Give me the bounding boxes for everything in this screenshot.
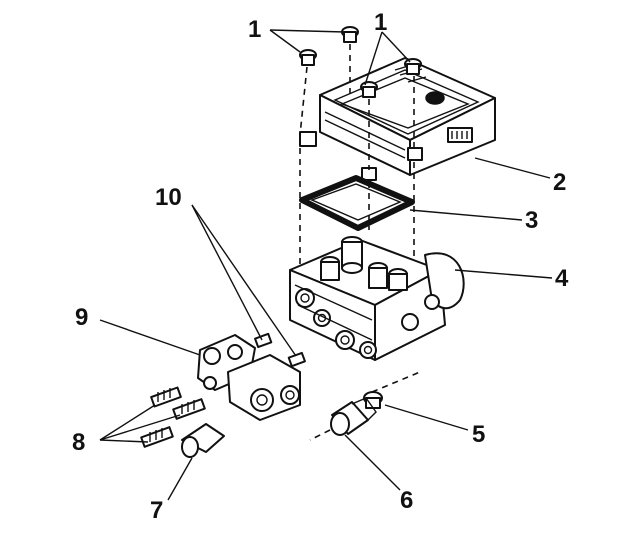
sensor-part — [363, 371, 421, 409]
callout-3: 3 — [525, 207, 538, 234]
module-cover-part — [299, 57, 496, 181]
callout-5: 5 — [472, 421, 485, 448]
callout-1b: 1 — [374, 9, 387, 36]
callout-6: 6 — [400, 487, 413, 514]
callout-10: 10 — [155, 184, 182, 211]
callout-9: 9 — [75, 304, 88, 331]
leader-lines — [99, 29, 553, 501]
hydraulic-modulator-part — [289, 236, 465, 361]
callout-labels: 1 1 2 3 4 5 6 7 8 9 10 — [72, 9, 569, 524]
callout-4: 4 — [555, 265, 569, 292]
bolt-part-group-10 — [254, 332, 306, 368]
plug-part — [181, 423, 225, 458]
screw-part-b — [299, 49, 317, 136]
alignment-lines — [299, 148, 415, 270]
callout-1a: 1 — [248, 16, 261, 43]
proportioning-valve-body-part — [197, 334, 301, 421]
callout-2: 2 — [553, 169, 566, 196]
gasket-part — [299, 175, 415, 231]
callout-7: 7 — [150, 497, 163, 524]
callout-8: 8 — [72, 429, 85, 456]
valve-part — [309, 397, 377, 441]
screw-part-a — [341, 26, 359, 95]
